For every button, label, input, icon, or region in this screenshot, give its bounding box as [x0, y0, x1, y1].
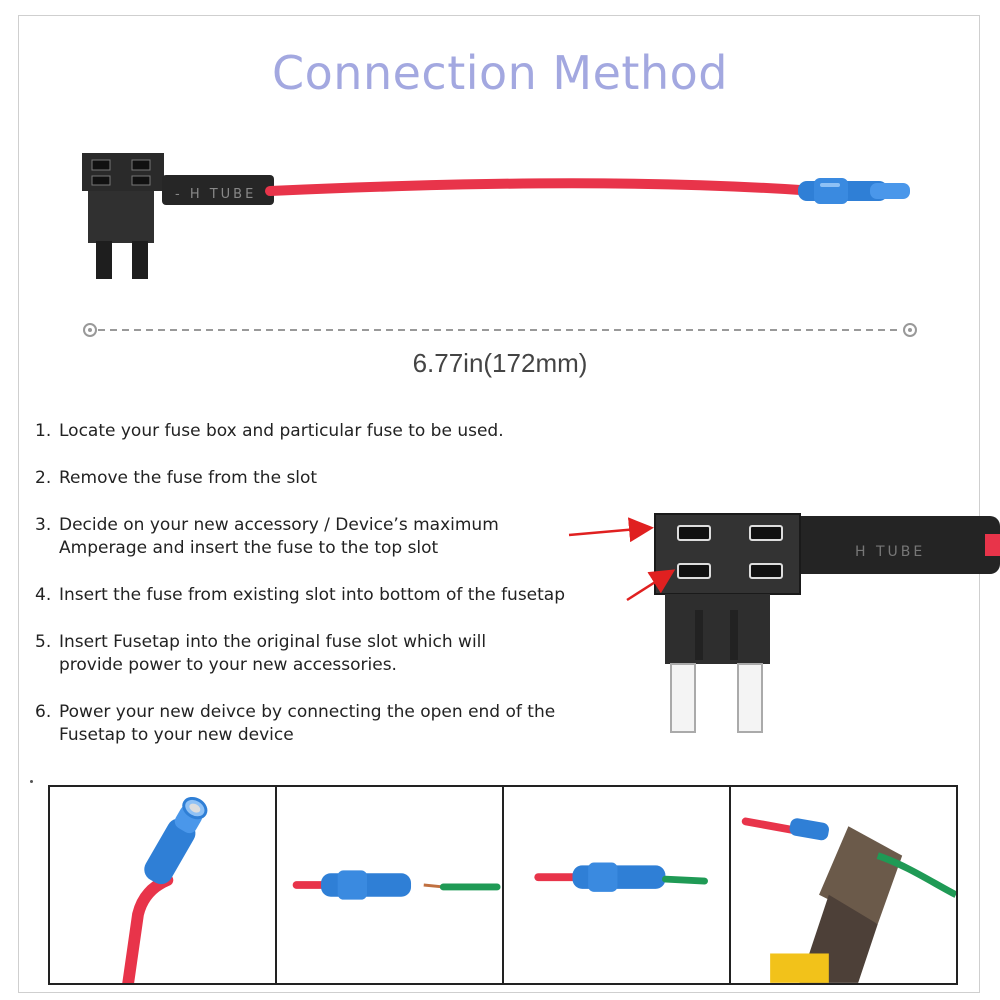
fuse-tap-body: - H TUBE [82, 153, 274, 279]
process-photos [48, 785, 958, 985]
page-frame [18, 15, 980, 993]
blade-left [670, 663, 696, 733]
bottom-slot-right [749, 563, 783, 579]
blue-connector [798, 178, 910, 204]
step-text: Power your new deivce by connecting the … [59, 702, 556, 722]
page-title: Connection Method [272, 46, 728, 100]
step-number: 5. [35, 632, 52, 652]
red-wire-end [985, 534, 1000, 556]
step-text-continued: Fusetap to your new device [59, 725, 294, 745]
svg-text:H TUBE: H TUBE [855, 544, 925, 560]
photo-panel-1 [50, 787, 277, 983]
step-text: Insert the fuse from existing slot into … [59, 585, 566, 605]
decorative-dot [30, 780, 33, 783]
step-2: 2. Remove the fuse from the slot [35, 467, 635, 490]
fuse-tap-stem [665, 594, 770, 664]
step-number: 3. [35, 515, 52, 535]
step-text-continued: Amperage and insert the fuse to the top … [59, 538, 439, 558]
dimension-line [83, 323, 917, 337]
step-number: 4. [35, 585, 52, 605]
top-slot-left [677, 525, 711, 541]
step-number: 6. [35, 702, 52, 722]
product-image: - H TUBE [82, 153, 910, 279]
dimension-label: 6.77in(172mm) [412, 348, 588, 378]
step-5: 5. Insert Fusetap into the original fuse … [35, 631, 635, 677]
step-text: Insert Fusetap into the original fuse sl… [59, 632, 487, 652]
step-text: Locate your fuse box and particular fuse… [59, 421, 504, 441]
step-number: 1. [35, 421, 52, 441]
arrow-top-slot [568, 517, 654, 543]
step-number: 2. [35, 468, 52, 488]
photo-panel-4 [731, 787, 956, 983]
arrow-bottom-slot [626, 569, 676, 602]
step-1: 1. Locate your fuse box and particular fu… [35, 420, 635, 443]
step-text: Decide on your new accessory / Device’s … [59, 515, 499, 535]
blade-right [737, 663, 763, 733]
step-text: Remove the fuse from the slot [59, 468, 318, 488]
step-text-continued: provide power to your new accessories. [59, 655, 397, 675]
photo-panel-2 [277, 787, 504, 983]
step-4: 4. Insert the fuse from existing slot int… [35, 584, 635, 607]
step-3: 3. Decide on your new accessory / Device’… [35, 514, 635, 560]
svg-text:- H TUBE: - H TUBE [175, 187, 256, 202]
red-wire [265, 178, 805, 196]
bottom-slot-left [677, 563, 711, 579]
top-slot-right [749, 525, 783, 541]
step-6: 6. Power your new deivce by connecting th… [35, 701, 635, 747]
black-cable [790, 516, 1000, 574]
fuse-tap-closeup: H TUBE [568, 513, 1000, 733]
photo-panel-3 [504, 787, 731, 983]
